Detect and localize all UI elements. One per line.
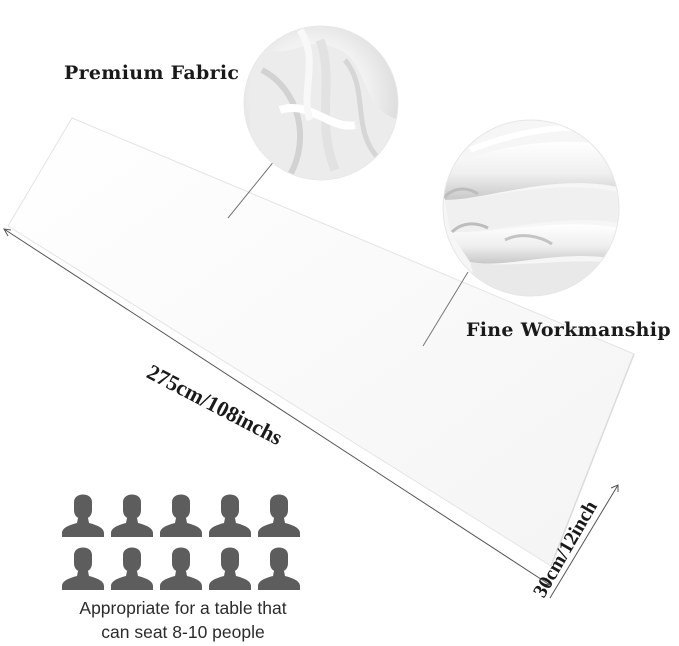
people-icon-group xyxy=(62,494,300,590)
person-icon xyxy=(209,494,251,537)
person-icon xyxy=(62,494,104,537)
capacity-caption: Appropriate for a table that can seat 8-… xyxy=(30,596,336,644)
person-icon xyxy=(258,547,300,590)
premium-fabric-detail-image xyxy=(243,25,399,181)
workmanship-leader-line xyxy=(422,271,469,347)
fabric-leader-line xyxy=(227,159,276,219)
person-icon xyxy=(209,547,251,590)
premium-fabric-label: Premium Fabric xyxy=(64,62,240,84)
capacity-caption-line-1: Appropriate for a table that xyxy=(79,598,287,618)
person-icon xyxy=(258,494,300,537)
person-icon xyxy=(160,494,202,537)
fine-workmanship-label: Fine Workmanship xyxy=(466,319,671,341)
person-icon xyxy=(111,494,153,537)
runner-shadow-edge xyxy=(550,353,635,567)
person-icon xyxy=(160,547,202,590)
length-dimension-line xyxy=(3,228,551,586)
fine-workmanship-detail-image xyxy=(442,119,620,297)
capacity-caption-line-2: can seat 8-10 people xyxy=(101,622,265,642)
person-icon xyxy=(62,547,104,590)
width-dimension-line xyxy=(549,484,619,599)
person-icon xyxy=(111,547,153,590)
